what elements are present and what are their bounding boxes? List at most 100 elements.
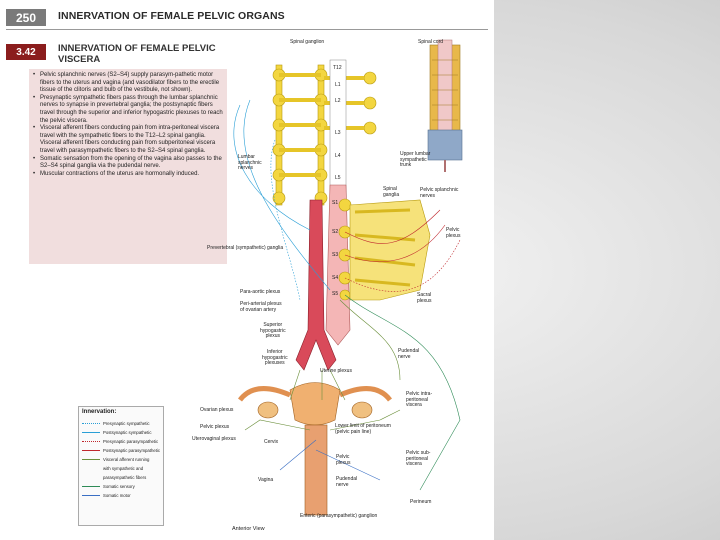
innervation-legend [78,406,164,526]
label-upper-lumbar-trunk: Upper lumbar sympathetic trunk [400,151,431,169]
innervation-illustration [233,39,463,516]
segment-label: S5 [332,291,339,297]
section-title: INNERVATION OF FEMALE PELVIC VISCERA [58,43,223,65]
bullet-list: Pelvic splanchnic nerves (S2–S4) supply … [33,72,223,178]
legend-label: Somatic motor [103,492,131,498]
label-line: Sacral [417,292,432,298]
legend-label: with sympathetic and [103,465,144,471]
segment-label: L4 [335,153,341,159]
legend-swatch [82,494,100,496]
textbook-page: 250 INNERVATION OF FEMALE PELVIC ORGANS … [0,0,494,540]
bullet-item: Muscular contractions of the uterus are … [33,171,223,179]
label-line: Spinal [383,186,397,192]
segment-label: L1 [335,82,341,88]
label-pelvic-splanchnic: Pelvic splanchnic nerves [420,187,459,199]
legend-swatch [82,458,100,460]
label-sacral-plexus: Sacral plexus [417,292,432,304]
label-line: of ovarian artery [240,306,277,313]
legend-swatch [82,422,100,424]
label-line: Inferior [267,349,283,355]
label-spinal-ganglion: Spinal ganglion [290,39,325,45]
bullet-item: Pelvic splanchnic nerves (S2–S4) supply … [33,72,223,95]
label-intraperitoneal: Pelvic intra- peritoneal viscera [406,391,433,409]
legend-item: Presynaptic parasympathetic [82,438,158,444]
label-subperitoneal: Pelvic sub- peritoneal viscera [406,450,430,468]
label-inferior-hypogastric: Inferior hypogastric plexuses [262,349,288,367]
legend-label: Postsynaptic sympathetic [103,429,152,435]
label-superior-hypogastric: Superior hypogastric plexus [260,322,286,340]
bullet-item: Visceral afferent fibers conducting pain… [33,125,223,155]
segment-label: S1 [332,200,339,206]
legend-label: parasympathetic fibers [103,474,147,480]
label-uterovaginal-plexus: Uterovaginal plexus [192,436,236,442]
bullet-item: Somatic sensation from the opening of th… [33,156,223,171]
legend-label: Visceral afferent running [103,456,150,462]
label-line: sympathetic [400,156,427,163]
label-peri-arterial: Peri-arterial plexus of ovarian artery [240,301,282,313]
label-pudendal-nerve-right: Pudendal nerve [398,348,420,360]
label-line: Pelvic splanchnic [420,187,459,193]
page-title: INNERVATION OF FEMALE PELVIC ORGANS [58,10,285,22]
label-line: plexus [446,232,461,239]
segment-label: S3 [332,252,339,258]
legend-swatch [82,431,100,433]
label-spinal-ganglia: Spinal ganglia [383,186,400,198]
label-line: hypogastric [260,327,286,334]
label-line: Upper lumbar [400,151,431,157]
aorta [295,199,337,371]
label-perineum: Perineum [410,499,432,505]
label-pelvic-plexus-right: Pelvic plexus [446,227,461,239]
label-ovarian-plexus: Ovarian plexus [200,407,234,413]
legend-item: parasympathetic fibers [82,474,146,480]
label-line: plexus [336,459,351,466]
legend-item: Postsynaptic sympathetic [82,429,151,435]
sacral-plexus [338,198,431,301]
label-line: Pelvic [446,227,460,233]
label-line: Superior [263,322,283,328]
label-pudendal-nerve-mid: Pudendal nerve [336,476,357,488]
label-enteric: Enteric (parasympathetic) ganglion [300,513,378,519]
spinal-cord-inset [427,39,463,172]
label-line: Lumbar [238,154,255,160]
sympathetic-trunk [272,64,377,206]
label-line: (pelvic pain line) [335,428,372,435]
label-pelvic-plexus-mid: Pelvic plexus [336,454,351,466]
label-vagina: Vagina [258,477,274,483]
label-line: nerve [336,481,349,488]
legend-item: Visceral afferent running [82,456,149,462]
label-line: ganglia [383,191,400,198]
label-line: hypogastric [262,354,288,361]
label-line: nerve [398,353,411,360]
label-line: plexus [265,333,281,339]
label-lower-limit: Lower limit of peritoneum (pelvic pain l… [335,423,391,435]
label-para-aortic: Para-aortic plexus [240,289,281,295]
legend-item: with sympathetic and [82,465,143,471]
header-divider [6,29,488,30]
nerve-fibers [233,99,461,491]
segment-label: S2 [332,229,339,235]
section-number-badge: 3.42 [6,44,46,60]
page-number-badge: 250 [6,9,46,26]
label-line: peritoneal [406,455,428,462]
label-line: viscera [406,402,422,408]
legend-label: Presynaptic sympathetic [103,420,150,426]
segment-label: L5 [335,175,341,181]
label-cervix: Cervix [264,439,279,445]
label-line: nerves [238,165,254,171]
label-lumbar-splanchnic: Lumbar splanchnic nerves [238,154,262,172]
legend-item: Presynaptic sympathetic [82,420,150,426]
segment-label: S4 [332,275,339,281]
label-line: trunk [400,162,412,168]
label-line: viscera [406,461,422,467]
segment-label: T12 [333,65,342,71]
label-line: Lower limit of peritoneum [335,423,391,429]
label-line: Pudendal [398,348,420,354]
section-title-line2: VISCERA [58,54,101,65]
uterus-and-vagina [238,382,392,516]
section-title-line1: INNERVATION OF FEMALE PELVIC [58,43,216,54]
label-line: Pelvic intra- [406,391,433,397]
label-prevertebral: Prevertebral (sympathetic) ganglia [207,245,284,251]
legend-item: Somatic sensory [82,483,135,489]
legend-swatch [82,440,100,442]
vertebral-column [325,59,351,346]
